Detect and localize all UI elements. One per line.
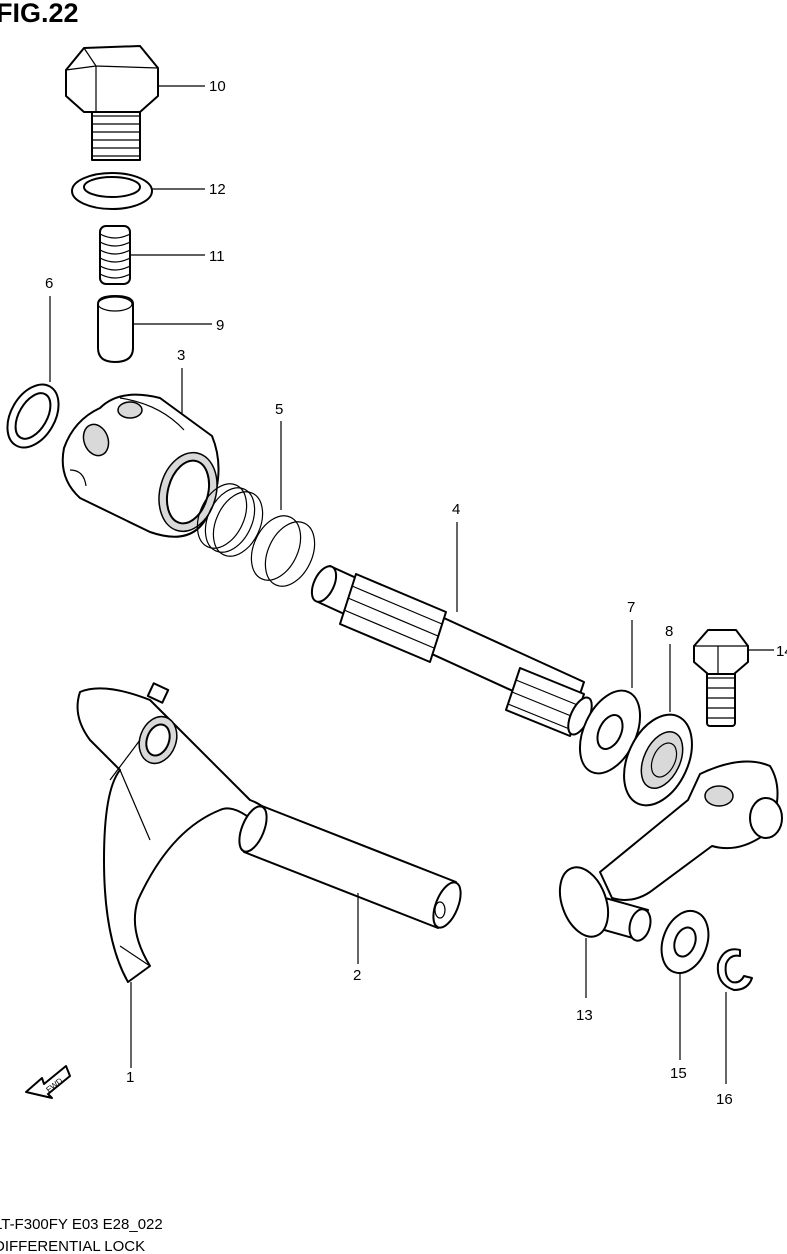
callout-7: 7 [627, 599, 635, 616]
callout-14: 14 [776, 643, 787, 660]
fwd-arrow-icon: FWD [25, 1065, 71, 1099]
part-13-lever [558, 760, 783, 942]
callout-12: 12 [209, 181, 226, 198]
callout-1: 1 [126, 1069, 134, 1086]
callout-13: 13 [576, 1007, 593, 1024]
part-8-oil-seal [623, 713, 693, 807]
callout-6: 6 [45, 275, 53, 292]
part-2-fork-shaft [238, 805, 462, 929]
callout-5: 5 [275, 401, 283, 418]
part-11-spring [99, 225, 131, 285]
callout-8: 8 [665, 623, 673, 640]
callout-2: 2 [353, 967, 361, 984]
figure-caption: DIFFERENTIAL LOCK [0, 1238, 145, 1254]
callout-16: 16 [716, 1091, 733, 1108]
figure-title: FIG.22 [0, 0, 79, 28]
callout-9: 9 [216, 317, 224, 334]
part-15-washer [660, 910, 710, 974]
part-3-sleeve [61, 393, 220, 538]
callout-15: 15 [670, 1065, 687, 1082]
callout-3: 3 [177, 347, 185, 364]
part-6-ring [6, 383, 60, 449]
figure-code: LT-F300FY E03 E28_022 [0, 1216, 163, 1233]
part-12-washer [71, 172, 153, 210]
part-4-shaft [310, 565, 593, 737]
part-14-bolt [693, 629, 749, 727]
part-9-plunger [97, 295, 134, 363]
callout-10: 10 [209, 78, 226, 95]
part-5-springs [196, 483, 316, 587]
part-10-bolt [65, 45, 159, 161]
callout-11: 11 [209, 248, 225, 265]
part-16-e-clip [716, 948, 753, 991]
callout-4: 4 [452, 501, 460, 518]
